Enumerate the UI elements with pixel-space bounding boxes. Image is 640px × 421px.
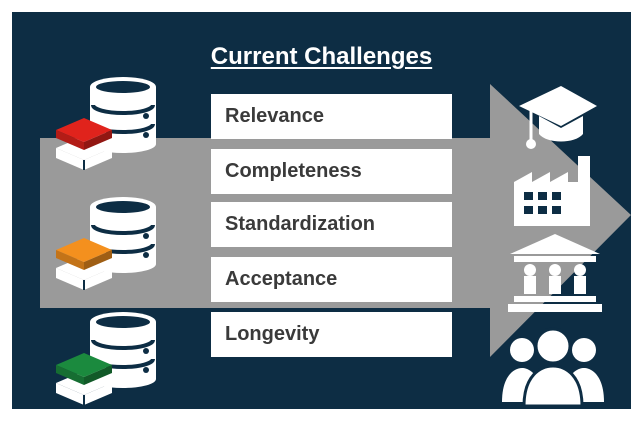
people-group-icon xyxy=(502,327,604,406)
challenge-relevance: Relevance xyxy=(211,94,452,139)
page-title: Current Challenges xyxy=(210,43,433,70)
challenge-acceptance: Acceptance xyxy=(211,257,452,302)
challenge-label: Standardization xyxy=(225,213,376,235)
challenge-standardization: Standardization xyxy=(211,202,452,247)
challenge-label: Acceptance xyxy=(225,268,338,290)
challenges-panel: Current Challenges Relevance Completenes… xyxy=(12,12,631,409)
database-orange-icon xyxy=(56,197,156,290)
challenge-completeness: Completeness xyxy=(211,149,452,194)
government-building-icon xyxy=(508,234,602,312)
challenge-label: Relevance xyxy=(225,105,324,127)
challenge-label: Longevity xyxy=(225,323,320,345)
database-red-icon xyxy=(56,77,156,170)
challenge-longevity: Longevity xyxy=(211,312,452,357)
factory-icon xyxy=(514,156,590,226)
challenge-label: Completeness xyxy=(225,160,362,182)
database-green-icon xyxy=(56,312,156,405)
graduation-cap-icon xyxy=(519,86,597,149)
